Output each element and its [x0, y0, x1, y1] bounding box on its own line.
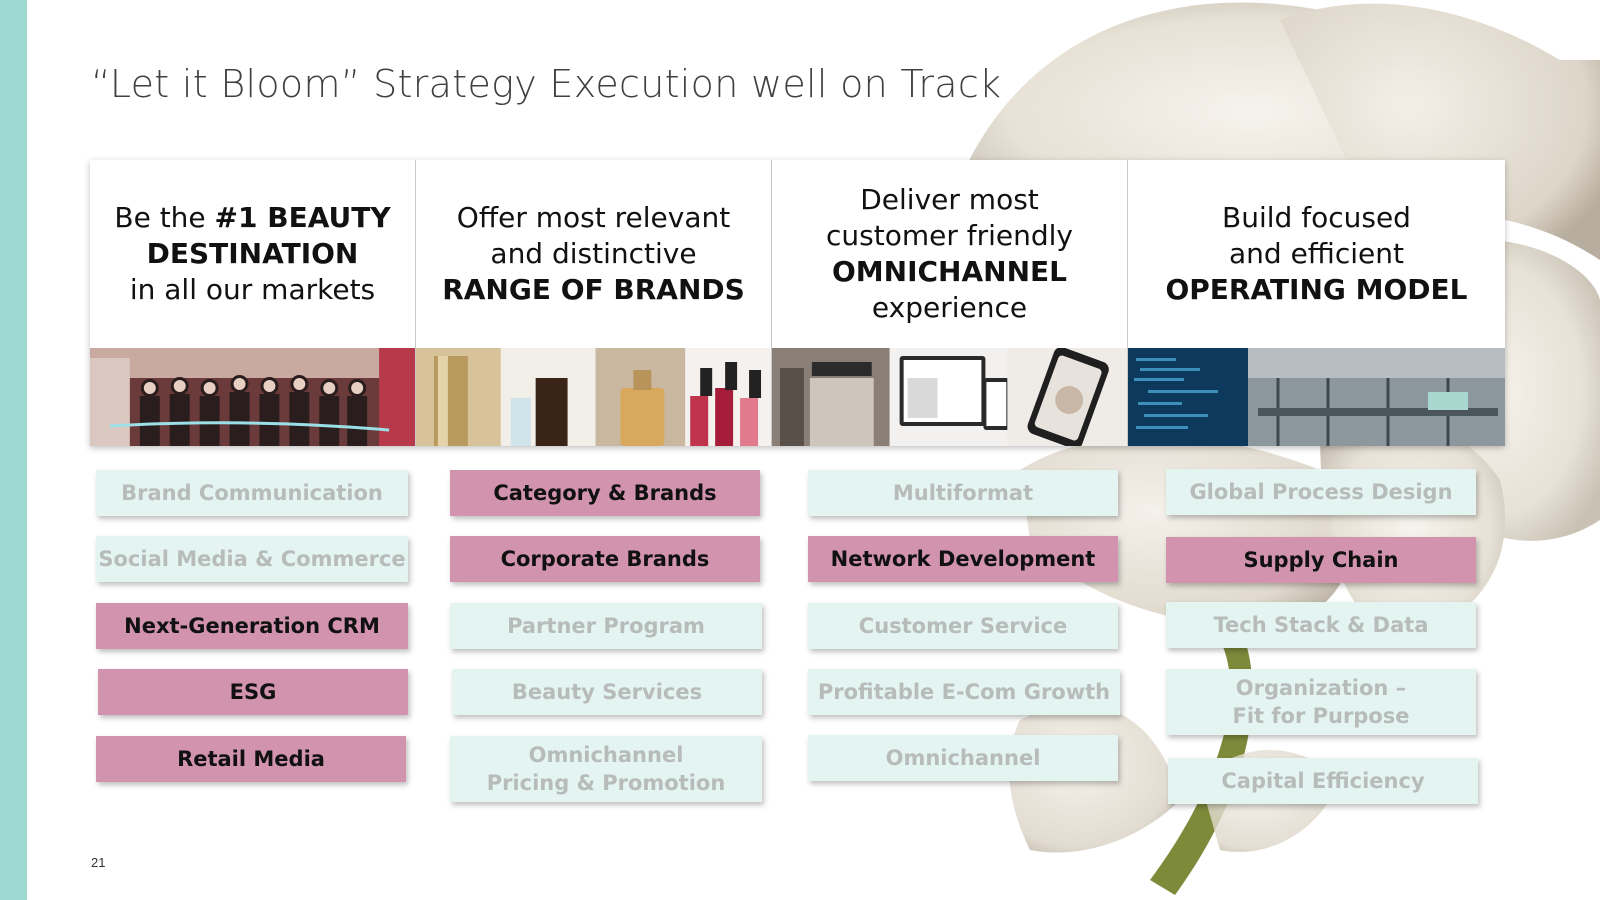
store-opening-photo	[90, 348, 415, 446]
initiative-organization-fit-for-purpose[interactable]: Organization – Fit for Purpose	[1166, 669, 1476, 735]
initiative-capital-efficiency[interactable]: Capital Efficiency	[1168, 758, 1478, 804]
heading-line: Deliver most	[860, 183, 1039, 216]
beauty-products-photo	[416, 348, 771, 446]
heading-emphasis: OPERATING MODEL	[1165, 273, 1468, 306]
slide-title: “Let it Bloom” Strategy Execution well o…	[91, 62, 1002, 106]
heading-emphasis: DESTINATION	[146, 237, 359, 270]
heading-text: Be the	[114, 201, 215, 234]
initiative-omnichannel[interactable]: Omnichannel	[808, 735, 1118, 781]
accent-bar	[0, 0, 27, 900]
heading-line: and distinctive	[490, 237, 697, 270]
pillar-heading: Deliver most customer friendly OMNICHANN…	[772, 160, 1127, 348]
page-number: 21	[91, 855, 106, 870]
initiative-retail-media[interactable]: Retail Media	[96, 736, 406, 782]
initiative-esg[interactable]: ESG	[98, 669, 408, 715]
heading-text: in all our markets	[129, 273, 376, 306]
initiative-network-development[interactable]: Network Development	[808, 536, 1118, 582]
pillar-heading: Offer most relevant and distinctive RANG…	[416, 160, 771, 348]
initiative-corporate-brands[interactable]: Corporate Brands	[450, 536, 760, 582]
initiative-omnichannel-pricing-promotion[interactable]: Omnichannel Pricing & Promotion	[450, 736, 762, 802]
initiative-profitable-ecom-growth[interactable]: Profitable E-Com Growth	[808, 669, 1120, 715]
heading-line: experience	[871, 291, 1028, 324]
heading-line: in all our markets	[130, 272, 375, 308]
heading-line: OMNICHANNEL	[832, 254, 1067, 290]
pillar-range-of-brands: Offer most relevant and distinctive RANG…	[416, 160, 772, 446]
heading-line: RANGE OF BRANDS	[442, 272, 745, 308]
pillar-omnichannel: Deliver most customer friendly OMNICHANN…	[772, 160, 1128, 446]
initiative-brand-communication[interactable]: Brand Communication	[96, 470, 408, 516]
heading-emphasis: RANGE OF BRANDS	[442, 273, 745, 306]
initiative-multiformat[interactable]: Multiformat	[808, 470, 1118, 516]
initiative-tech-stack-data[interactable]: Tech Stack & Data	[1166, 602, 1476, 648]
heading-line: and efficient	[1229, 237, 1404, 270]
initiative-category-brands[interactable]: Category & Brands	[450, 470, 760, 516]
heading-line: customer friendly	[826, 219, 1073, 252]
heading-line: Build focused	[1222, 201, 1411, 234]
heading-emphasis: OMNICHANNEL	[831, 255, 1067, 288]
strategy-pillars: Be the #1 BEAUTY DESTINATION in all our …	[90, 160, 1505, 446]
heading-line: DESTINATION	[147, 236, 359, 272]
initiative-partner-program[interactable]: Partner Program	[450, 603, 762, 649]
logistics-warehouse-photo	[1128, 348, 1505, 446]
pillar-heading: Be the #1 BEAUTY DESTINATION in all our …	[90, 160, 415, 348]
omnichannel-devices-photo	[772, 348, 1127, 446]
initiative-social-media-commerce[interactable]: Social Media & Commerce	[96, 536, 408, 582]
initiative-beauty-services[interactable]: Beauty Services	[452, 669, 762, 715]
initiative-supply-chain[interactable]: Supply Chain	[1166, 537, 1476, 583]
heading-line: Be the #1 BEAUTY	[114, 200, 390, 236]
heading-emphasis: #1 BEAUTY	[214, 201, 391, 234]
heading-line: Offer most relevant	[456, 201, 731, 234]
initiative-customer-service[interactable]: Customer Service	[808, 603, 1118, 649]
initiative-next-generation-crm[interactable]: Next-Generation CRM	[96, 603, 408, 649]
pillar-beauty-destination: Be the #1 BEAUTY DESTINATION in all our …	[90, 160, 416, 446]
pillar-operating-model: Build focused and efficient OPERATING MO…	[1128, 160, 1505, 446]
pillar-heading: Build focused and efficient OPERATING MO…	[1128, 160, 1505, 348]
initiative-global-process-design[interactable]: Global Process Design	[1166, 469, 1476, 515]
heading-line: OPERATING MODEL	[1165, 272, 1467, 308]
